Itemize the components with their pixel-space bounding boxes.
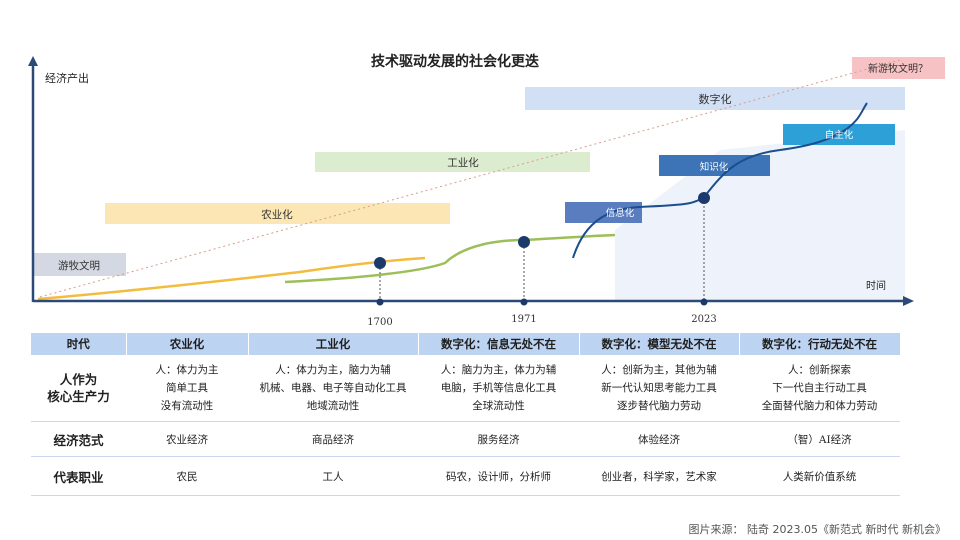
era-label-next: 新游牧文明？ bbox=[868, 62, 928, 75]
milestone-dot-1700 bbox=[374, 257, 386, 269]
table-header-cell: 数字化：行动无处不在 bbox=[739, 333, 901, 355]
cell-line: 逐步替代脑力劳动 bbox=[617, 400, 701, 412]
era-label-digitalization: 数字化 bbox=[699, 92, 732, 106]
era-bar-hunting bbox=[33, 253, 126, 276]
digital-era-shade bbox=[615, 130, 905, 300]
table-cell: 农民 bbox=[126, 456, 248, 496]
table-cell: 人：体力为主 简单工具 没有流动性 bbox=[126, 355, 248, 422]
milestone-dot-2023 bbox=[698, 192, 710, 204]
year-label-2023: 2023 bbox=[691, 314, 716, 325]
table-header-cell: 数字化：信息无处不在 bbox=[418, 333, 580, 355]
industry-curve bbox=[284, 233, 616, 284]
cell-line: 人：创新为主，其他为辅 bbox=[601, 364, 717, 376]
digital-curve bbox=[572, 102, 868, 259]
cell-line: 地域流动性 bbox=[306, 400, 360, 412]
row-label: 人作为 核心生产力 bbox=[31, 355, 126, 422]
row-label: 经济范式 bbox=[31, 421, 126, 457]
table-header-cell: 农业化 bbox=[126, 333, 249, 355]
cell-line: 下一代自主行动工具 bbox=[772, 382, 867, 394]
table-cell: 人类新价值系统 bbox=[739, 456, 900, 496]
era-label-industry: 工业化 bbox=[447, 156, 479, 169]
table-cell: 码农，设计师，分析师 bbox=[418, 456, 579, 496]
table-cell: 人：创新为主，其他为辅 新一代认知思考能力工具 逐步替代脑力劳动 bbox=[579, 355, 739, 422]
era-bar-next bbox=[852, 57, 945, 79]
table-row-economy: 经济范式 农业经济 商品经济 服务经济 体验经济 （智）AI经济 bbox=[31, 421, 900, 457]
era-label-autonomization: 自主化 bbox=[825, 129, 854, 141]
axis-tick-1971 bbox=[520, 298, 528, 306]
table-cell: 服务经济 bbox=[418, 421, 579, 457]
cell-line: 全面替代脑力和体力劳动 bbox=[761, 400, 878, 412]
x-axis-arrow bbox=[903, 296, 914, 306]
era-label-agriculture: 农业化 bbox=[261, 208, 293, 221]
era-label-hunting: 游牧文明 bbox=[58, 259, 100, 272]
table-row-productivity: 人作为 核心生产力 人：体力为主 简单工具 没有流动性 人：体力为主，脑力为辅 … bbox=[31, 355, 900, 422]
cell-line: 人：脑力为主，体力为辅 bbox=[440, 364, 557, 376]
table-cell: 人：体力为主，脑力为辅 机械、电器、电子等自动化工具 地域流动性 bbox=[248, 355, 418, 422]
y-axis-label: 经济产出 bbox=[45, 71, 89, 85]
table-cell: 创业者，科学家，艺术家 bbox=[579, 456, 739, 496]
x-axis-label: 时间 bbox=[866, 279, 886, 292]
year-label-1700: 1700 bbox=[367, 317, 392, 328]
diagram-title: 技术驱动发展的社会化更迭 bbox=[371, 53, 539, 70]
axis-tick-1700 bbox=[376, 298, 384, 306]
cell-line: 电脑，手机等信息化工具 bbox=[440, 382, 557, 394]
table-cell: 农业经济 bbox=[126, 421, 248, 457]
era-label-informatization: 信息化 bbox=[606, 207, 635, 219]
table-row-occupation: 代表职业 农民 工人 码农，设计师，分析师 创业者，科学家，艺术家 人类新价值系… bbox=[31, 456, 900, 496]
era-bar-industry bbox=[315, 152, 590, 172]
row-label: 代表职业 bbox=[31, 456, 126, 496]
table-cell: 人：创新探索 下一代自主行动工具 全面替代脑力和体力劳动 bbox=[739, 355, 900, 422]
cell-line: 人：创新探索 bbox=[788, 364, 851, 376]
image-source-caption: 图片来源： 陆奇 2023.05《新范式 新时代 新机会》 bbox=[688, 523, 946, 536]
trend-line bbox=[39, 59, 901, 298]
table-header-cell: 时代 bbox=[31, 333, 127, 355]
table-cell: （智）AI经济 bbox=[739, 421, 900, 457]
cell-line: 人：体力为主 bbox=[155, 364, 219, 376]
table-cell: 人：脑力为主，体力为辅 电脑，手机等信息化工具 全球流动性 bbox=[418, 355, 579, 422]
era-bar-informatization bbox=[565, 202, 642, 223]
table-header-cell: 数字化：模型无处不在 bbox=[579, 333, 740, 355]
row-label-line: 核心生产力 bbox=[47, 389, 110, 404]
era-bar-digitalization bbox=[525, 87, 905, 110]
y-axis-arrow bbox=[28, 56, 38, 66]
table-cell: 商品经济 bbox=[248, 421, 418, 457]
cell-line: 没有流动性 bbox=[160, 400, 214, 412]
axis-tick-2023 bbox=[700, 298, 708, 306]
evolution-diagram: 技术驱动发展的社会化更迭 经济产出 时间 农业化 工业化 数字化 游牧文明 信息… bbox=[28, 53, 945, 328]
cell-line: 人：体力为主，脑力为辅 bbox=[275, 364, 391, 376]
cell-line: 新一代认知思考能力工具 bbox=[601, 382, 717, 394]
table-header-row: 时代 农业化 工业化 数字化：信息无处不在 数字化：模型无处不在 数字化：行动无… bbox=[31, 333, 901, 355]
table-cell: 体验经济 bbox=[579, 421, 739, 457]
year-label-1971: 1971 bbox=[511, 314, 536, 325]
table-header-cell: 工业化 bbox=[248, 333, 419, 355]
cell-line: 简单工具 bbox=[166, 382, 208, 394]
milestone-dot-1971 bbox=[518, 236, 530, 248]
era-comparison-table: 时代 农业化 工业化 数字化：信息无处不在 数字化：模型无处不在 数字化：行动无… bbox=[31, 333, 901, 496]
table-cell: 工人 bbox=[248, 456, 418, 496]
era-label-intellectualization: 知识化 bbox=[700, 161, 729, 173]
cell-line: 全球流动性 bbox=[472, 400, 525, 412]
row-label-line: 人作为 bbox=[59, 372, 98, 387]
cell-line: 机械、电器、电子等自动化工具 bbox=[259, 382, 407, 394]
